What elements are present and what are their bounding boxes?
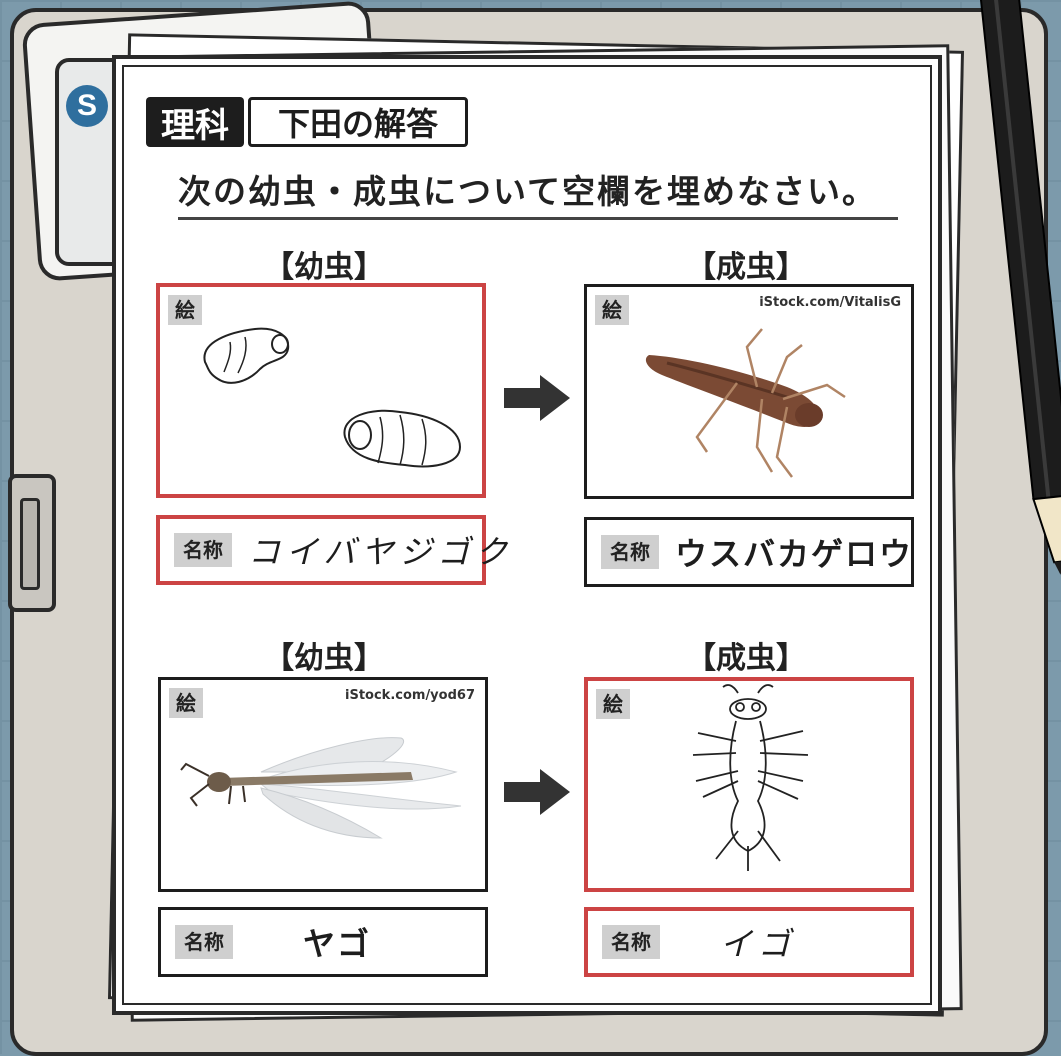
- antlion-adult-photo: [180, 737, 462, 839]
- row1-larva-picture[interactable]: 絵: [156, 283, 486, 498]
- question-text: 次の幼虫・成虫について空欄を埋めなさい。: [178, 165, 898, 220]
- row1-larva-heading: 【幼虫】: [264, 250, 384, 285]
- clip-hinge-icon: [8, 474, 56, 612]
- name-tag: 名称: [174, 533, 232, 567]
- row1-adult-heading: 【成虫】: [686, 250, 806, 285]
- larva-sketch: [203, 327, 462, 468]
- row2-adult-picture[interactable]: 絵: [584, 677, 914, 892]
- sheet-border: [122, 65, 932, 1005]
- arrow-right-icon: [504, 769, 570, 815]
- photo-credit: iStock.com/VitalisG: [759, 295, 901, 310]
- row2-larva-picture[interactable]: 絵 iStock.com/yod67: [158, 677, 488, 892]
- answer-sheet: 理科 下田の解答 次の幼虫・成虫について空欄を埋めなさい。 【幼虫】 【成虫】 …: [112, 55, 942, 1015]
- photo-credit: iStock.com/yod67: [345, 688, 475, 703]
- picture-tag: 絵: [596, 689, 630, 719]
- book-logo-icon: S: [66, 85, 108, 127]
- row1-adult-answer: ウスバカゲロウ: [675, 535, 914, 573]
- row2-adult-heading: 【成虫】: [686, 641, 806, 676]
- row1-adult-name-box[interactable]: 名称 ウスバカゲロウ: [584, 517, 914, 587]
- picture-tag: 絵: [595, 295, 629, 325]
- row2-larva-name-box[interactable]: 名称 ヤゴ: [158, 907, 488, 977]
- pencil-icon: [978, 0, 1061, 575]
- picture-tag: 絵: [168, 295, 202, 325]
- answer-owner-tag: 下田の解答: [248, 97, 468, 147]
- name-tag: 名称: [601, 535, 659, 569]
- row1-adult-picture[interactable]: 絵 iStock.com/VitalisG: [584, 284, 914, 499]
- name-tag: 名称: [175, 925, 233, 959]
- row2-larva-answer: ヤゴ: [303, 925, 372, 963]
- row1-larva-name-box[interactable]: 名称 コイバヤジゴク: [156, 515, 507, 585]
- picture-tag: 絵: [169, 688, 203, 718]
- arrow-right-icon: [504, 375, 570, 421]
- name-tag: 名称: [602, 925, 660, 959]
- dragonfly-larva-photo: [645, 328, 846, 478]
- adult-sketch: [692, 684, 809, 871]
- row1-larva-answer: コイバヤジゴク: [248, 533, 514, 571]
- subject-tag: 理科: [146, 97, 244, 147]
- row2-adult-answer: イゴ: [720, 925, 797, 963]
- row2-larva-heading: 【幼虫】: [264, 641, 384, 676]
- row2-adult-name-box[interactable]: 名称 イゴ: [584, 907, 914, 977]
